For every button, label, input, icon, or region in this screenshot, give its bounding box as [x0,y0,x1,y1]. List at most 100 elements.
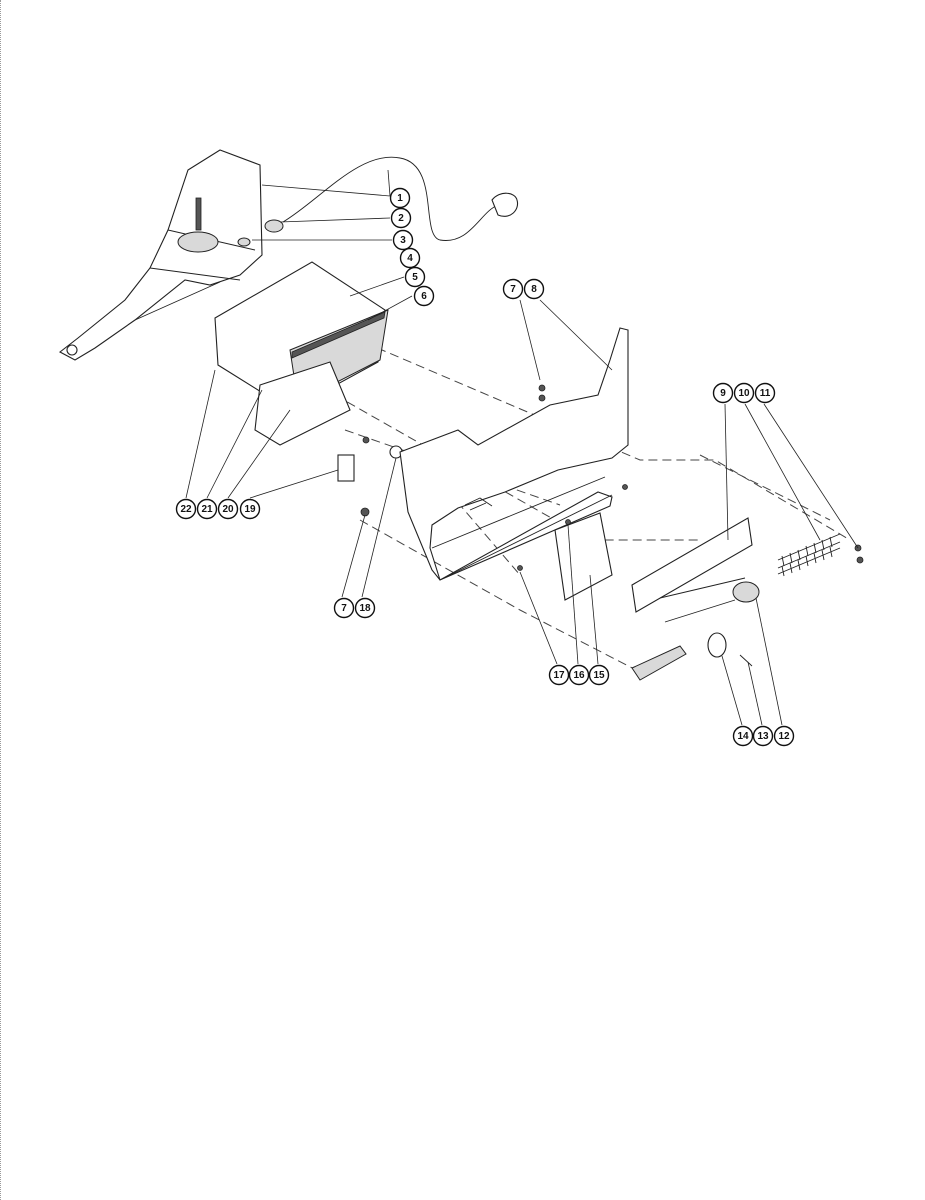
callout-circle [523,278,545,300]
leader-line [206,389,263,499]
callout-22: 22 [175,498,197,520]
callout-7: 7 [502,278,524,300]
leader-line [249,469,339,499]
cable-connector [264,219,284,233]
pulley-assembly [631,577,760,681]
callout-7: 7 [333,597,355,619]
callout-number: 18 [359,603,371,614]
callout-circle [354,597,376,619]
callout-3: 3 [392,229,414,251]
leader-line [724,403,729,541]
leader-lines [185,169,859,726]
leader-line [519,571,558,665]
leader-line [755,597,783,726]
callout-circle [773,725,795,747]
cable-plug [491,192,519,217]
callout-circle [239,498,261,520]
callout-19: 19 [239,498,261,520]
cable-line [282,156,499,241]
leader-line [747,661,763,726]
callout-number: 7 [510,284,516,295]
cable [282,156,519,241]
callout-number: 8 [531,284,537,295]
alignment-line [334,394,700,541]
page-edge [0,0,3,1200]
leader-line [341,514,366,598]
leader-line [539,299,613,371]
callout-number: 19 [244,504,256,515]
callout-5: 5 [404,266,426,288]
side-frame [399,327,629,581]
wheel [707,632,727,658]
spring-end [856,556,864,564]
leader-line [349,276,405,297]
callout-circle [217,498,239,520]
callout-11: 11 [754,382,776,404]
frame-bolt [538,394,546,402]
callout-number: 12 [778,731,790,742]
leader-line [567,524,579,665]
bracket-arm [631,645,687,681]
belt [659,577,746,623]
callout-6: 6 [413,285,435,307]
callout-circle [392,229,414,251]
callout-1: 1 [389,187,411,209]
alignment-line [299,314,851,541]
callout-16: 16 [568,664,590,686]
callout-number: 13 [757,731,769,742]
alignment-line [359,519,641,673]
frame-plate [399,327,629,581]
tow-eye [66,344,78,356]
cover-plate [554,512,613,601]
callout-number: 15 [593,670,605,681]
handle-assembly [58,149,284,361]
callout-number: 2 [398,213,404,224]
callout-20: 20 [217,498,239,520]
bracket-panels [214,261,403,517]
springs [777,533,864,577]
callout-18: 18 [354,597,376,619]
leader-line [261,184,391,197]
leader-line [387,169,391,197]
callout-number: 3 [400,235,406,246]
callout-4: 4 [399,247,421,269]
frame-screw [622,484,628,490]
axle-bolt [739,654,753,667]
tray-rail [291,311,386,359]
handle-post [195,197,202,231]
callout-number: 1 [397,193,403,204]
callout-number: 7 [341,603,347,614]
alignment-line [429,469,521,576]
callout-number: 10 [738,388,750,399]
leader-line [367,295,413,321]
leader-line [744,403,821,541]
callout-number: 9 [720,388,726,399]
callout-number: 11 [760,388,771,399]
callout-circle [333,597,355,619]
callout-number: 14 [737,731,749,742]
screw [565,519,571,525]
callout-number: 17 [553,670,565,681]
callout-circle [502,278,524,300]
callout-14: 14 [732,725,754,747]
hinge-block [337,454,355,482]
handle-housing [58,149,263,361]
callout-21: 21 [196,498,218,520]
callout-9: 9 [712,382,734,404]
callout-number: 16 [573,670,585,681]
callout-circle [752,725,774,747]
callout-number: 4 [407,253,413,264]
callout-circle [588,664,610,686]
callout-number: 20 [222,504,234,515]
handle-gear [177,231,219,253]
callout-2: 2 [390,207,412,229]
nut [362,436,370,444]
callout-8: 8 [523,278,545,300]
leader-line [185,369,216,499]
callout-circle [733,382,755,404]
callout-12: 12 [773,725,795,747]
pulley [732,581,760,603]
callout-number: 5 [412,272,418,283]
leader-line [589,574,599,665]
